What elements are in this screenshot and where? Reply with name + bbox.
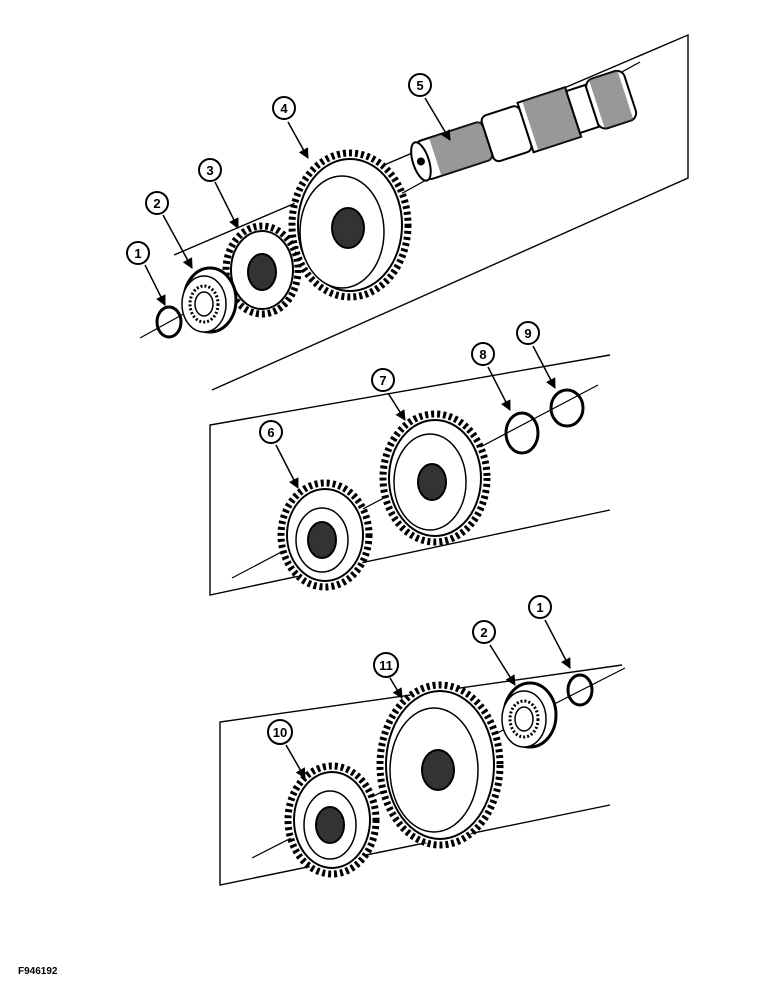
gear-6 xyxy=(277,479,373,591)
callout-label: 8 xyxy=(479,347,486,362)
main-shaft xyxy=(410,69,638,182)
panel-middle xyxy=(209,354,611,596)
callout-label: 1 xyxy=(536,600,543,615)
callout-label: 4 xyxy=(280,101,288,116)
callout-label: 3 xyxy=(206,163,213,178)
callout-1-top: 1 xyxy=(126,241,166,306)
callout-1-bottom: 1 xyxy=(528,595,571,669)
small-gear-3 xyxy=(222,222,302,318)
ring-9 xyxy=(549,388,585,428)
callout-label: 2 xyxy=(153,196,160,211)
panel-bottom xyxy=(219,664,626,886)
large-gear-11 xyxy=(376,681,504,849)
callout-label: 5 xyxy=(416,78,423,93)
large-gear-4 xyxy=(288,149,412,301)
callout-label: 10 xyxy=(273,725,287,740)
gear-10 xyxy=(284,762,380,878)
panel-top xyxy=(139,33,689,391)
snap-ring-1-top xyxy=(155,305,183,339)
callout-label: 9 xyxy=(524,326,531,341)
figure-id: F946192 xyxy=(18,966,58,977)
callout-11: 11 xyxy=(373,652,403,699)
gear-7 xyxy=(379,410,491,546)
callout-label: 7 xyxy=(379,373,386,388)
callout-5: 5 xyxy=(408,73,451,141)
bearing-2-top xyxy=(181,266,238,334)
callout-9: 9 xyxy=(516,321,556,389)
callout-label: 1 xyxy=(134,246,141,261)
callout-8: 8 xyxy=(471,342,511,411)
callout-2-bottom: 2 xyxy=(472,620,516,686)
callout-3: 3 xyxy=(198,158,239,229)
callout-6: 6 xyxy=(259,420,299,489)
callout-2-top: 2 xyxy=(145,191,193,269)
ring-8 xyxy=(504,411,540,455)
callout-7: 7 xyxy=(371,368,406,421)
callout-label: 2 xyxy=(480,625,487,640)
callout-10: 10 xyxy=(267,719,306,779)
callout-label: 11 xyxy=(379,658,393,673)
bearing-2-bottom xyxy=(501,681,558,749)
callout-label: 6 xyxy=(267,425,274,440)
panel-middle-outline xyxy=(209,354,611,596)
snap-ring-1-bottom xyxy=(566,673,594,707)
callout-4: 4 xyxy=(272,96,309,159)
